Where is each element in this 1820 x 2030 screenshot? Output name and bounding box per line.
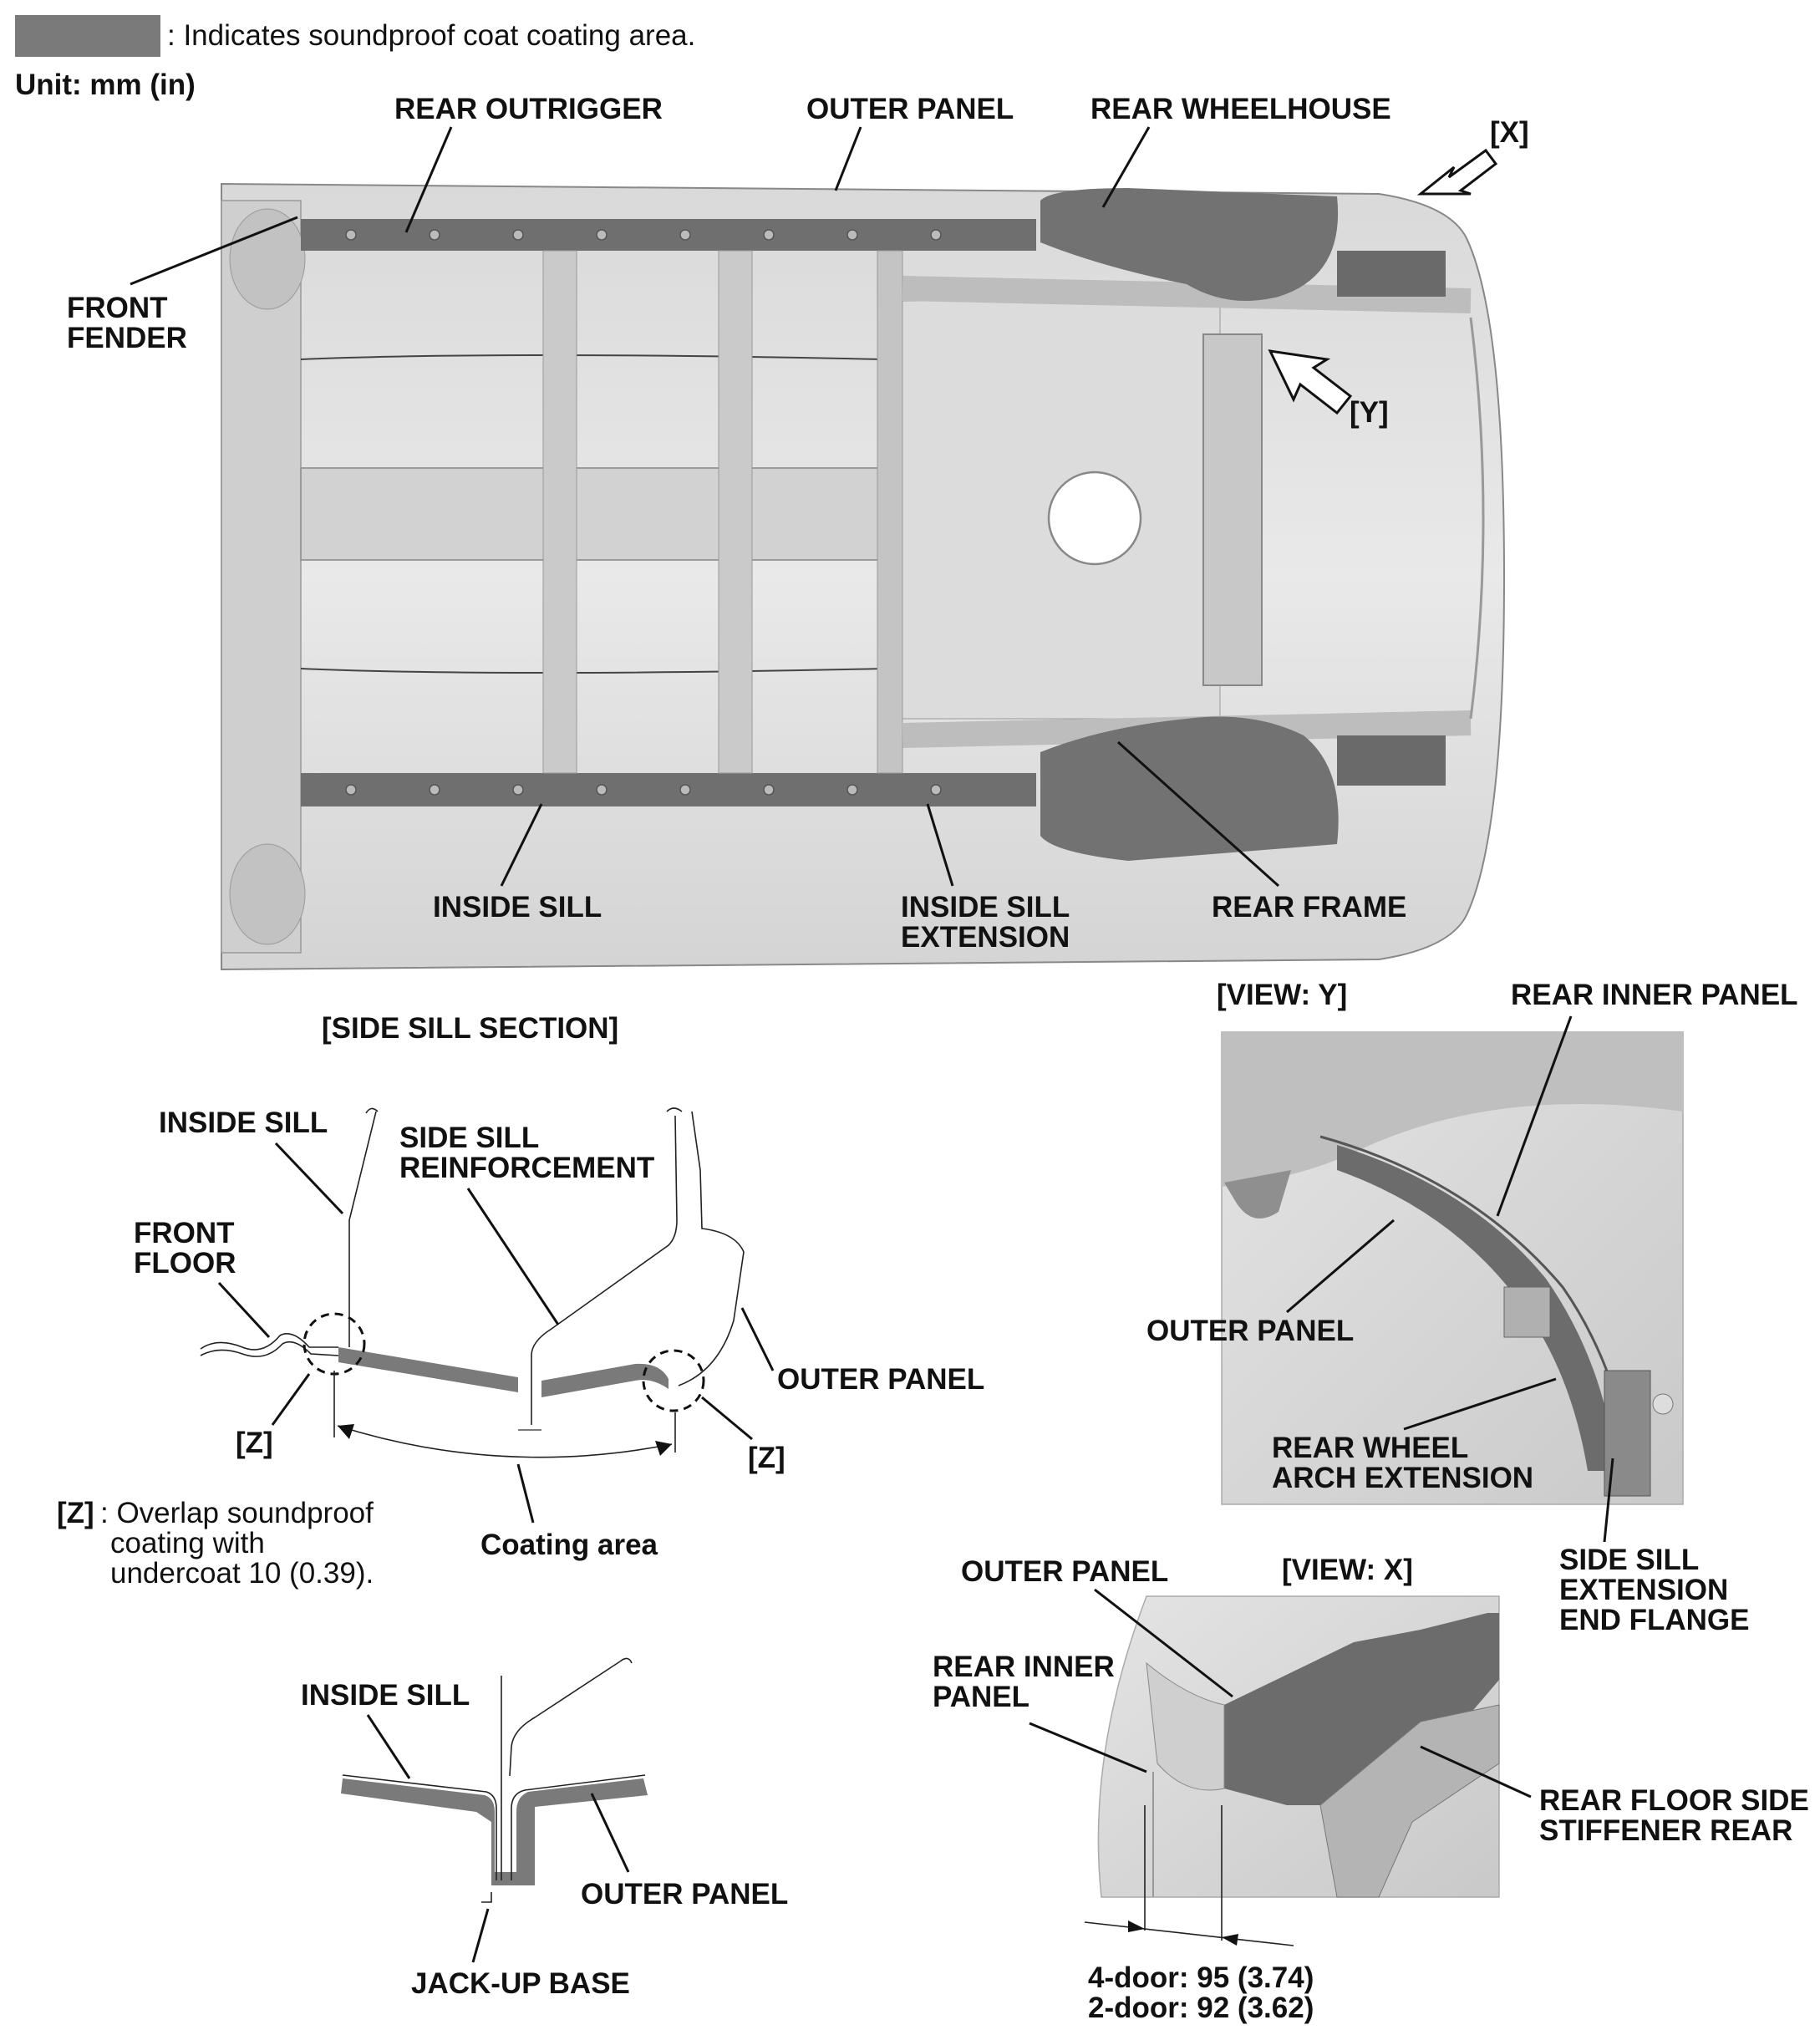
center-tunnel: [300, 467, 887, 561]
label-front-floor-1: FRONT: [134, 1217, 235, 1249]
view-y-arrow-icon: [1268, 349, 1353, 415]
label-view-x: [X]: [1490, 116, 1529, 149]
label-front-floor-2: FLOOR: [134, 1247, 236, 1280]
view-y: [VIEW: Y] REAR INNER PANEL OUTER PANEL R…: [1146, 979, 1798, 1636]
inside-sill-line: [348, 1111, 377, 1347]
label-z-left: [Z]: [236, 1427, 273, 1459]
label-end-flange-3: END FLANGE: [1559, 1604, 1750, 1636]
label-inside-sill-jack: INSIDE SILL: [301, 1679, 470, 1712]
label-rear-outrigger: REAR OUTRIGGER: [394, 93, 663, 125]
z-circle-right: [642, 1349, 705, 1412]
label-front-fender-2: FENDER: [67, 322, 187, 354]
label-front-fender-1: FRONT: [67, 292, 168, 324]
label-rear-frame: REAR FRAME: [1212, 891, 1406, 923]
label-outer-panel-sec: OUTER PANEL: [777, 1363, 984, 1396]
label-inside-sill-sec: INSIDE SILL: [159, 1107, 328, 1139]
view-y-title: [VIEW: Y]: [1217, 979, 1347, 1011]
jackup-base-line: [481, 1892, 492, 1903]
label-outer-panel-y: OUTER PANEL: [1146, 1315, 1354, 1347]
coating-swatch: [15, 15, 160, 57]
coating-rear-wheelhouse-bottom: [1040, 716, 1339, 861]
coating-jackup: [341, 1778, 648, 1885]
label-inside-sill: INSIDE SILL: [433, 891, 602, 923]
view-x-arrow-icon: [1416, 148, 1498, 196]
label-end-flange-1: SIDE SILL: [1559, 1544, 1699, 1576]
label-outer-panel-jack: OUTER PANEL: [581, 1878, 788, 1910]
coating-rear-wheelhouse-top: [1040, 188, 1339, 301]
label-reinf-1: SIDE SILL: [399, 1122, 539, 1154]
unit-label: Unit: mm (in): [15, 69, 196, 101]
coating-view-y-arch: [1337, 1145, 1617, 1471]
crossmember-front: [542, 250, 577, 774]
label-z-right: [Z]: [748, 1442, 785, 1474]
coating-bottom-sill: [301, 773, 1036, 806]
label-view-y: [Y]: [1350, 396, 1389, 429]
view-x-photo: [1097, 1595, 1500, 1898]
label-rear-inner-x-1: REAR INNER: [933, 1651, 1115, 1683]
jackup-reinforcement-line: [509, 1661, 621, 1777]
coating-rear-stiffener-bottom: [1337, 735, 1446, 786]
spare-tire-well: [1047, 471, 1142, 566]
label-rear-inner-panel-y: REAR INNER PANEL: [1511, 979, 1798, 1011]
label-arch-ext-1: REAR WHEEL: [1272, 1432, 1468, 1464]
crossmember-mid: [718, 250, 753, 774]
coating-top-sill: [301, 219, 1036, 251]
rear-suspension-mount: [1202, 333, 1263, 686]
coating-side-sill: [338, 1347, 669, 1431]
legend: : Indicates soundproof coat coating area…: [15, 15, 695, 101]
z-note-key: [Z]: [57, 1497, 94, 1529]
view-x-dimension-line: [1084, 1921, 1294, 1946]
view-x: OUTER PANEL [VIEW: X] REAR INNER PANEL R…: [933, 1554, 1809, 2024]
front-wheel-well-bottom: [229, 843, 306, 945]
side-sill-section: [SIDE SILL SECTION] INSIDE SILL SIDE SIL…: [57, 1012, 984, 1590]
legend-text: : Indicates soundproof coat coating area…: [167, 19, 695, 52]
z-note-line2: coating with: [110, 1527, 265, 1559]
label-rear-wheelhouse: REAR WHEELHOUSE: [1090, 93, 1391, 125]
view-y-photo: [1221, 1031, 1684, 1505]
side-sill-section-title: [SIDE SILL SECTION]: [322, 1012, 618, 1045]
label-rear-inner-x-2: PANEL: [933, 1681, 1029, 1713]
front-wheel-well-top: [229, 208, 306, 310]
label-inside-sill-ext-2: EXTENSION: [901, 921, 1070, 954]
rear-bumper-line: [1469, 317, 1485, 720]
label-arch-ext-2: ARCH EXTENSION: [1272, 1462, 1533, 1494]
sill-fasteners: [345, 229, 942, 796]
label-stiffener-2: STIFFENER REAR: [1539, 1814, 1792, 1847]
label-reinf-2: REINFORCEMENT: [399, 1152, 654, 1184]
label-inside-sill-ext-1: INSIDE SILL: [901, 891, 1070, 923]
rear-frame-top: [902, 276, 1472, 313]
underbody-drawing: [221, 148, 1506, 971]
z-note-line3: undercoat 10 (0.39).: [110, 1557, 374, 1590]
rear-floor-crossmember: [877, 250, 903, 774]
front-floor-line: [200, 1333, 338, 1351]
coating-rear-stiffener-top: [1337, 251, 1446, 297]
label-dim-4door: 4-door: 95 (3.74): [1088, 1961, 1314, 1994]
label-coating-area: Coating area: [480, 1529, 658, 1561]
reinforcement-line: [531, 1115, 678, 1425]
label-jackup-base: JACK-UP BASE: [411, 1967, 630, 2000]
label-stiffener-1: REAR FLOOR SIDE: [1539, 1784, 1809, 1817]
label-outer-panel-x: OUTER PANEL: [961, 1555, 1168, 1588]
coating-area-dimension: [337, 1425, 673, 1458]
view-x-title: [VIEW: X]: [1282, 1554, 1413, 1586]
outer-panel-line: [678, 1111, 745, 1386]
label-outer-panel-top: OUTER PANEL: [806, 93, 1014, 125]
z-note-line1: : Overlap soundproof: [100, 1497, 374, 1529]
label-dim-2door: 2-door: 92 (3.62): [1088, 1992, 1314, 2024]
jackup-section: INSIDE SILL OUTER PANEL JACK-UP BASE: [301, 1657, 788, 2000]
front-crossmember: [221, 200, 302, 954]
label-end-flange-2: EXTENSION: [1559, 1574, 1728, 1606]
